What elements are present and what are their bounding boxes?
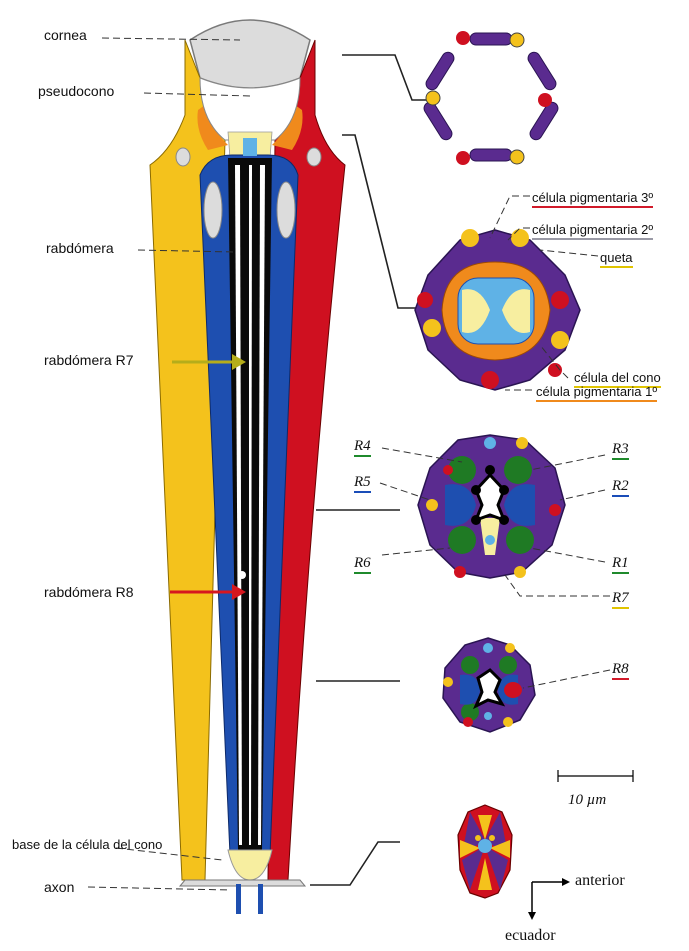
- label-axon: axon: [44, 879, 74, 895]
- section-r8-level: [443, 638, 535, 732]
- label-ecuador: ecuador: [505, 927, 556, 945]
- label-pigmentaria-2: célula pigmentaria 2º: [532, 222, 653, 240]
- section-base-level: [458, 805, 512, 898]
- section-cone-level: [415, 229, 580, 390]
- orientation-axes: [528, 878, 570, 920]
- scale-bar: [558, 770, 633, 782]
- label-pseudocono: pseudocono: [38, 83, 114, 99]
- label-r4: R4: [354, 438, 371, 457]
- scale-bar-label: 10 µm: [568, 792, 606, 808]
- section-lens-level: [422, 31, 560, 165]
- label-rabdomera-r8: rabdómera R8: [44, 584, 134, 600]
- label-pigmentaria-1: célula pigmentaria 1º: [536, 384, 657, 402]
- label-r3: R3: [612, 441, 629, 460]
- section-r1-r7-level: [418, 435, 565, 578]
- label-r7: R7: [612, 590, 629, 609]
- label-r8: R8: [612, 661, 629, 680]
- label-base-celula-cono: base de la célula del cono: [12, 837, 162, 853]
- label-cornea: cornea: [44, 27, 87, 43]
- label-queta: queta: [600, 250, 633, 268]
- label-r5: R5: [354, 474, 371, 493]
- label-rabdomera: rabdómera: [46, 240, 114, 256]
- label-r6: R6: [354, 555, 371, 574]
- label-r2: R2: [612, 478, 629, 497]
- longitudinal-section: [150, 20, 345, 914]
- label-rabdomera-r7: rabdómera R7: [44, 352, 134, 368]
- label-r1: R1: [612, 555, 629, 574]
- label-pigmentaria-3: célula pigmentaria 3º: [532, 190, 653, 208]
- label-anterior: anterior: [575, 872, 625, 890]
- cornea-shape: [190, 20, 310, 88]
